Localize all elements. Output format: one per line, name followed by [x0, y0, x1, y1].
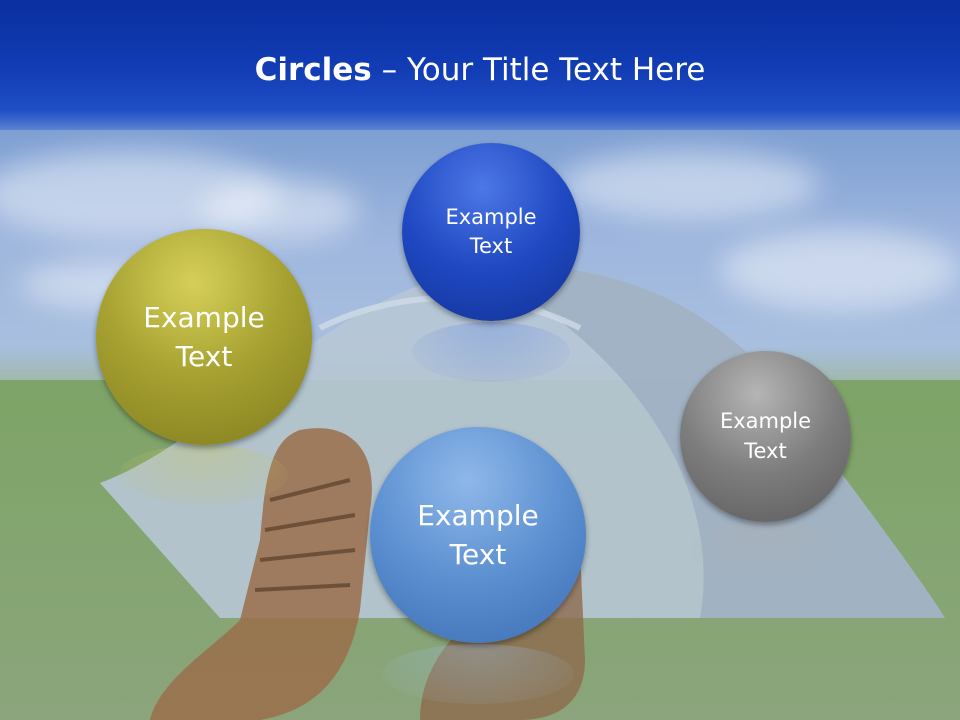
cloud-shape: [200, 180, 360, 240]
title-rest: – Your Title Text Here: [371, 52, 706, 88]
circle-light-blue-label: Example Text: [417, 498, 539, 571]
slide-title: Circles – Your Title Text Here: [0, 52, 960, 88]
title-bar: [0, 0, 960, 130]
circle-olive[interactable]: Example Text: [96, 229, 312, 445]
circle-light-blue[interactable]: Example Text: [370, 427, 586, 643]
cloud-shape: [720, 230, 960, 310]
circle-blue-label: Example Text: [445, 204, 537, 258]
title-bold: Circles: [254, 52, 372, 88]
circle-reflection: [412, 322, 570, 382]
circle-blue[interactable]: Example Text: [402, 143, 580, 321]
circle-reflection: [118, 445, 288, 505]
circle-reflection: [690, 522, 840, 577]
circle-reflection: [382, 644, 574, 704]
cloud-shape: [0, 150, 280, 240]
circle-gray-label: Example Text: [719, 409, 812, 463]
boot-image: [150, 428, 372, 720]
cloud-shape: [560, 150, 820, 220]
circle-olive-label: Example Text: [143, 300, 265, 373]
circle-gray[interactable]: Example Text: [680, 351, 851, 522]
